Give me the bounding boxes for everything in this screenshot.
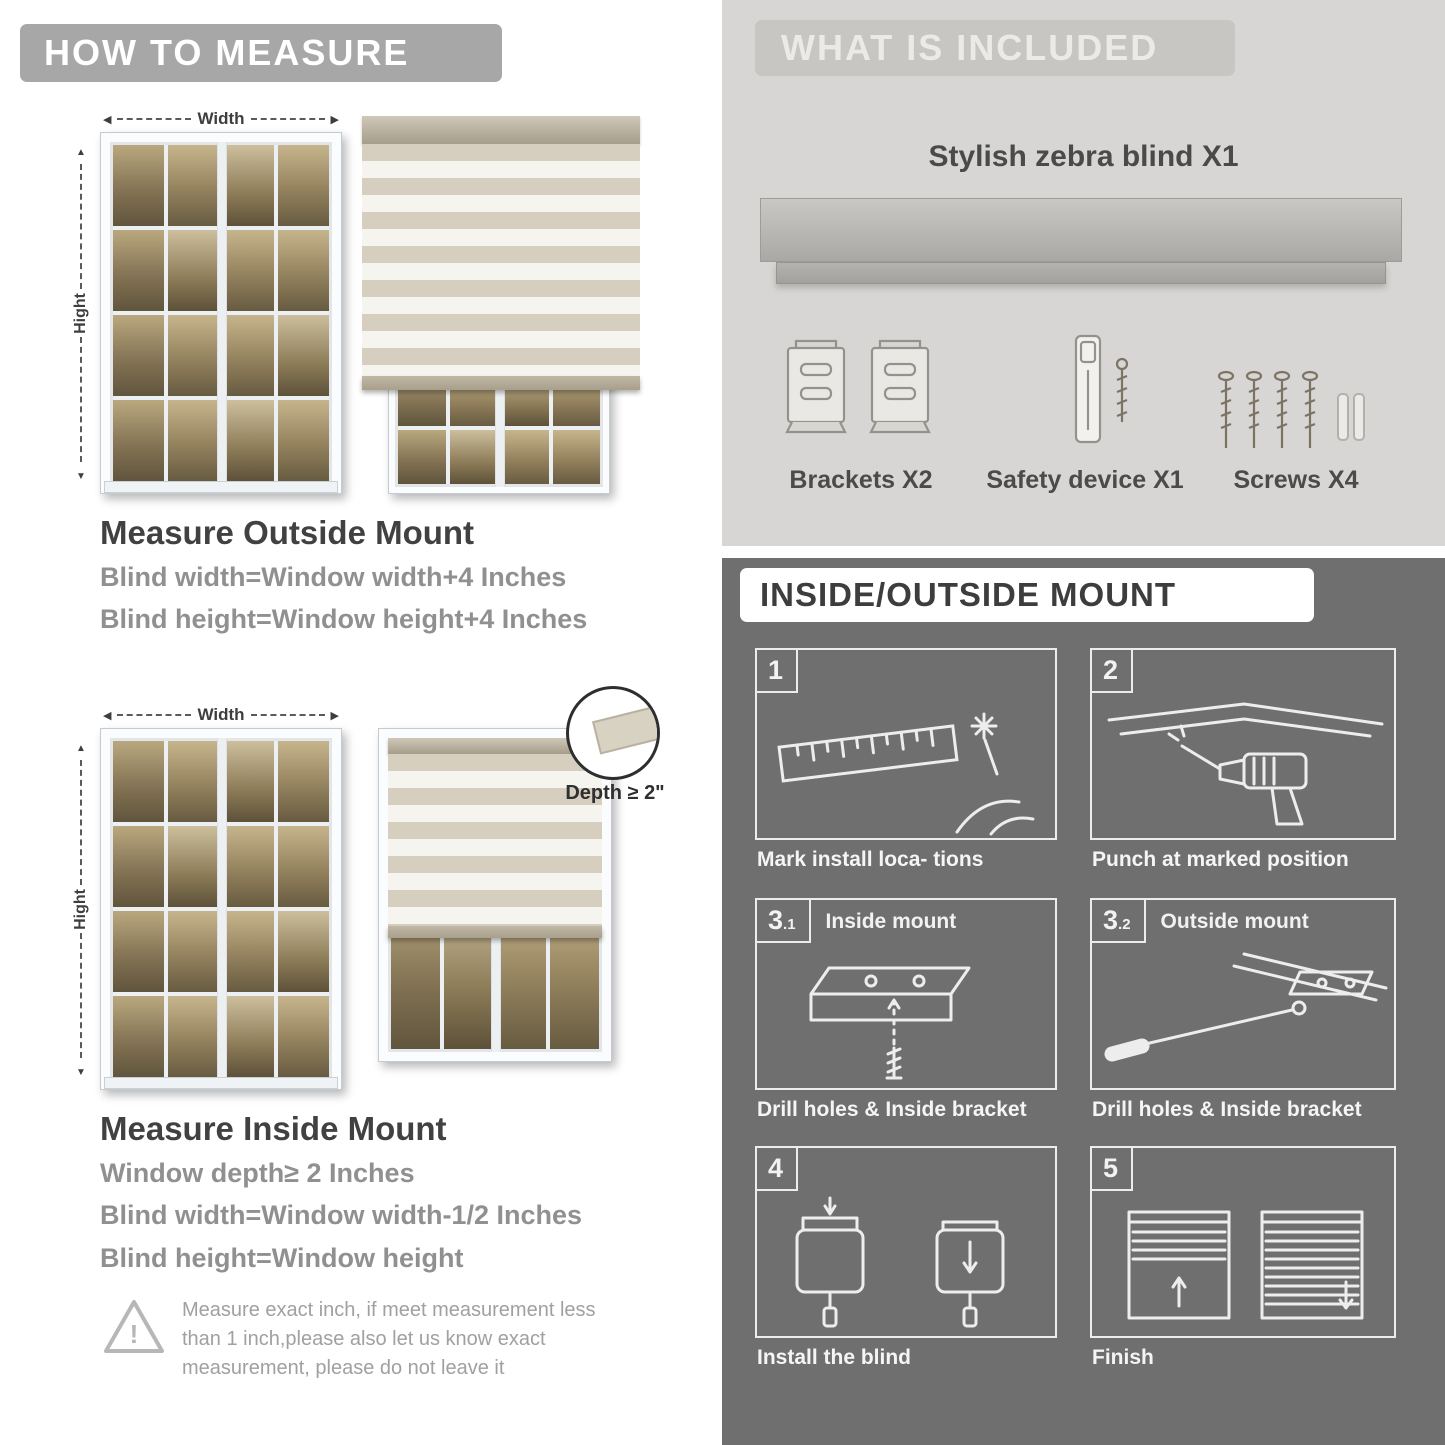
- inside-mount-title: Measure Inside Mount: [100, 1110, 447, 1147]
- inside-mount-step-title: Inside mount: [825, 909, 957, 933]
- inside-blind-bottom-rail: [388, 926, 602, 938]
- window-sill: [104, 1077, 338, 1089]
- backing-window-mullion: [495, 369, 505, 487]
- step-panel-4: 4: [755, 1146, 1057, 1338]
- blind-product-headrail: [760, 198, 1402, 262]
- screws-icon: [1217, 370, 1365, 448]
- blind-product-headrail-lip: [776, 262, 1386, 284]
- screws-label: Screws X4: [1233, 466, 1359, 494]
- inside-formula-height: Blind height=Window height: [100, 1243, 464, 1273]
- depth-callout-circle: [566, 686, 660, 780]
- step-panel-3-1: 3.1 Inside mount: [755, 898, 1057, 1090]
- bracket-driver-icon: [1104, 952, 1388, 1062]
- arrow-down-icon: [76, 1062, 86, 1080]
- step-caption-1: Mark install loca- tions: [757, 848, 984, 871]
- outside-formula-height: Blind height=Window height+4 Inches: [100, 604, 588, 634]
- window-corner-detail: [592, 703, 657, 755]
- step-caption-2: Punch at marked position: [1092, 848, 1349, 871]
- safety-device-label: Safety device X1: [986, 466, 1184, 494]
- inside-formula-width: Blind width=Window width-1/2 Inches: [100, 1200, 583, 1230]
- arrow-left-icon: [103, 110, 111, 128]
- window-illustration-inside: [100, 728, 342, 1090]
- what-is-included-header: WHAT IS INCLUDED: [755, 20, 1235, 76]
- height-arrow-label: Hight: [72, 292, 89, 334]
- window-mullion: [217, 142, 227, 484]
- outside-mount-step-title: Outside mount: [1160, 909, 1309, 933]
- step-caption-3-2: Drill holes & Inside bracket: [1092, 1098, 1362, 1121]
- inside-blind-stripes: [388, 754, 602, 926]
- blind-headrail: [362, 116, 640, 144]
- arrow-up-icon: [76, 142, 86, 160]
- outside-mount-title: Measure Outside Mount: [100, 514, 475, 551]
- ruler-marking-icon: [777, 712, 1035, 836]
- inside-formula-depth: Window depth≥ 2 Inches: [100, 1158, 415, 1188]
- brackets-label: Brackets X2: [789, 466, 933, 494]
- depth-callout-label: Depth ≥ 2": [565, 782, 665, 804]
- finish-blinds-icon: [1127, 1210, 1364, 1320]
- height-arrow-label: Hight: [72, 888, 89, 930]
- step-caption-4: Install the blind: [757, 1346, 912, 1369]
- mount-guide-header: INSIDE/OUTSIDE MOUNT: [740, 568, 1314, 622]
- arrow-up-icon: [76, 738, 86, 756]
- height-arrow-inside: Hight: [72, 738, 90, 1080]
- window-illustration-outside: [100, 132, 342, 494]
- outside-formula-width: Blind width=Window width+4 Inches: [100, 562, 567, 592]
- height-arrow: Hight: [72, 142, 90, 484]
- step-caption-5: Finish: [1092, 1346, 1154, 1369]
- step-panel-5: 5: [1090, 1146, 1396, 1338]
- width-arrow-label: Width: [197, 109, 245, 128]
- mount-guide-panel: [722, 558, 1445, 1445]
- arrow-left-icon: [103, 706, 111, 724]
- product-label: Stylish zebra blind X1: [928, 140, 1239, 173]
- step-panel-1: 1: [755, 648, 1057, 840]
- arrow-down-icon: [76, 466, 86, 484]
- safety-device-icon: [1074, 334, 1129, 444]
- brackets-icon: [785, 339, 931, 434]
- width-arrow-label: Width: [197, 705, 245, 724]
- warning-exclamation: !: [130, 1319, 139, 1349]
- zebra-blind-outside-illustration: [362, 116, 640, 496]
- window-sill: [104, 481, 338, 493]
- how-to-measure-header: HOW TO MEASURE: [20, 24, 502, 82]
- install-blind-icon: [795, 1196, 1005, 1328]
- arrow-right-icon: [331, 110, 339, 128]
- zebra-blind-inside-illustration: [378, 728, 612, 1062]
- width-arrow: Width: [103, 109, 339, 128]
- blind-stripes: [362, 144, 640, 376]
- bracket-screw-icon: [809, 966, 971, 1080]
- arrow-right-icon: [331, 706, 339, 724]
- width-arrow-inside: Width: [103, 705, 339, 724]
- warning-triangle-icon: !: [104, 1300, 164, 1353]
- step-panel-3-2: 3.2 Outside mount: [1090, 898, 1396, 1090]
- step-caption-3-1: Drill holes & Inside bracket: [757, 1098, 1027, 1121]
- drill-icon: [1107, 702, 1384, 826]
- step-panel-2: 2: [1090, 648, 1396, 840]
- blind-bottom-rail: [362, 376, 640, 390]
- window-mullion: [217, 738, 227, 1080]
- inside-blind-headrail: [388, 738, 602, 754]
- measure-note: Measure exact inch, if meet measurement …: [182, 1299, 596, 1379]
